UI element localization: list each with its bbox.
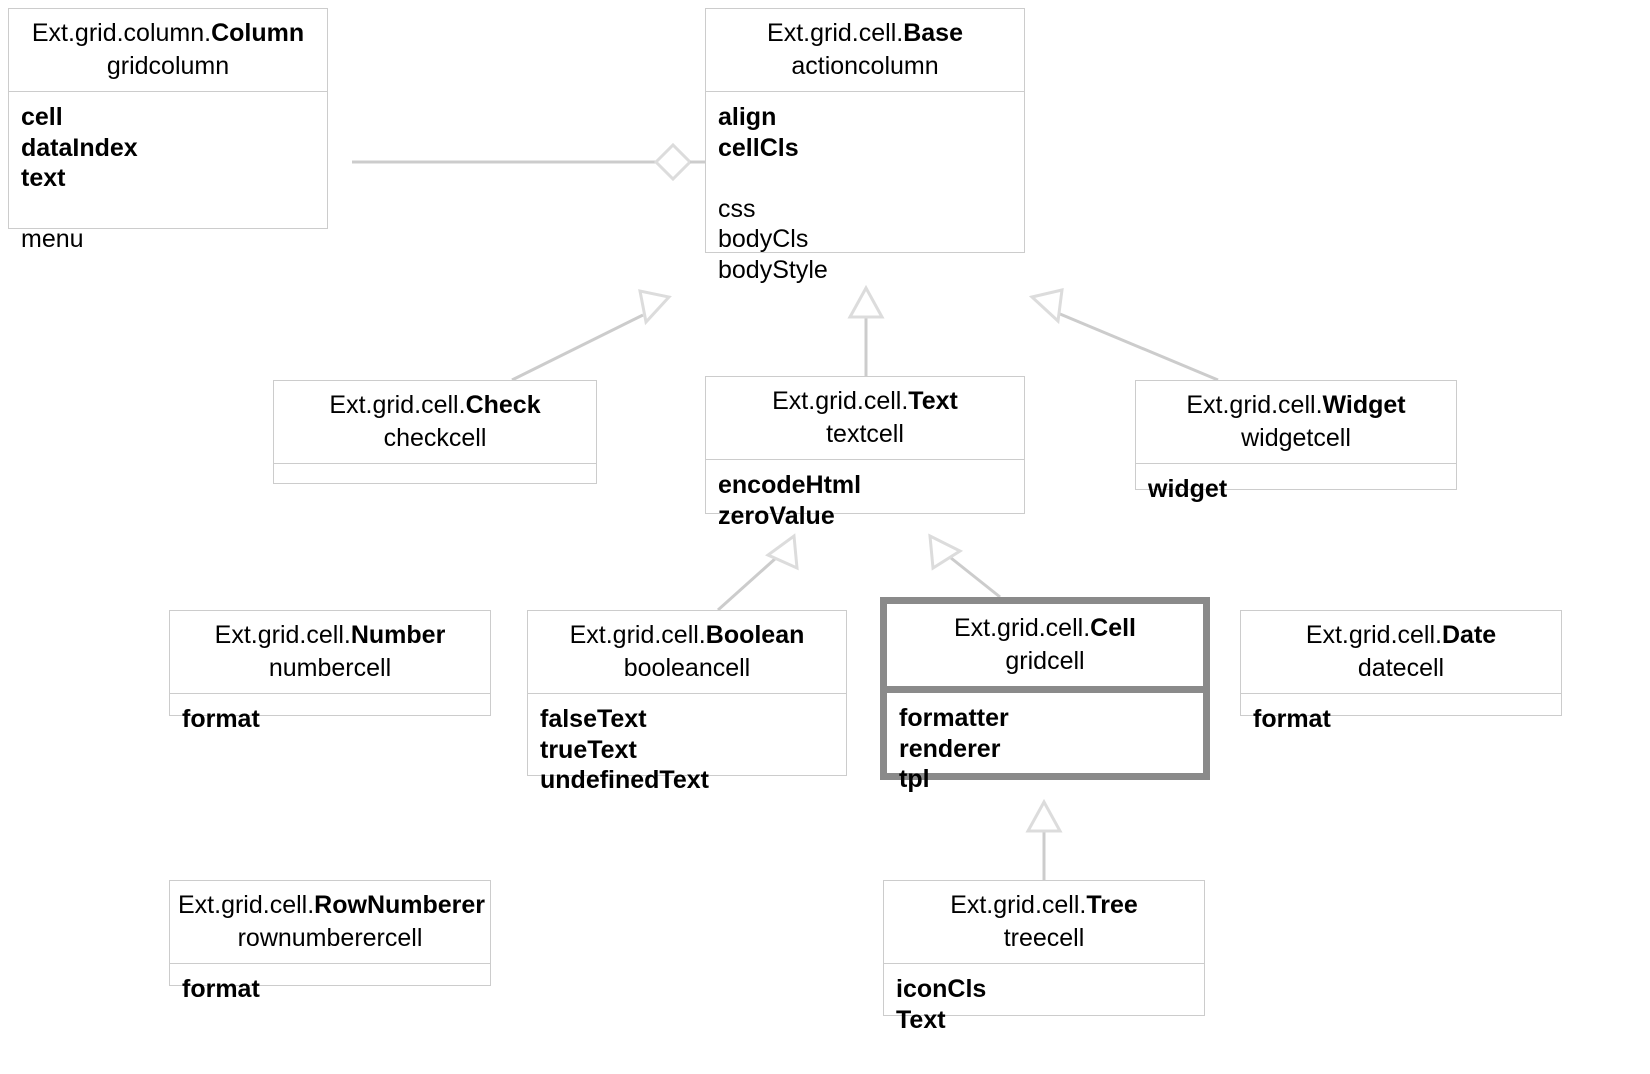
class-node-date[interactable]: Ext.grid.cell.Date datecell format — [1240, 610, 1562, 733]
class-path: Ext.grid.cell. — [178, 891, 315, 919]
class-name: Base — [903, 19, 963, 47]
class-path: Ext.grid.cell. — [1305, 621, 1442, 649]
class-node-widget[interactable]: Ext.grid.cell.Widget widgetcell widget — [1135, 380, 1457, 503]
class-alias: checkcell — [383, 423, 487, 452]
attribute: encodeHtml — [718, 471, 862, 499]
edge-text-base — [847, 284, 885, 376]
class-name: Check — [465, 391, 541, 419]
attribute: text — [21, 164, 66, 192]
class-alias: textcell — [826, 419, 904, 448]
attribute: bodyCls — [718, 225, 809, 253]
class-path: Ext.grid.cell. — [214, 621, 351, 649]
edge-column-base — [352, 142, 705, 182]
class-attributes — [274, 464, 596, 486]
attribute: cellCls — [718, 133, 799, 162]
attribute: Text — [896, 1005, 946, 1034]
class-name: Tree — [1086, 891, 1138, 919]
class-node-column[interactable]: Ext.grid.column.Column gridcolumn cell d… — [8, 8, 328, 253]
class-alias: gridcolumn — [106, 51, 230, 80]
class-path: Ext.grid.cell. — [569, 621, 706, 649]
class-header: Ext.grid.cell.Number numbercell — [170, 611, 490, 694]
attribute: trueText — [540, 735, 637, 764]
class-header: Ext.grid.cell.RowNumberer rownumberercel… — [170, 881, 490, 964]
attribute: widget — [1148, 475, 1228, 503]
class-path: Ext.grid.cell. — [1186, 391, 1323, 419]
class-attributes: widget — [1136, 464, 1456, 517]
class-node-rownumberer[interactable]: Ext.grid.cell.RowNumberer rownumberercel… — [169, 880, 491, 1003]
class-name: Number — [350, 621, 446, 649]
class-node-boolean[interactable]: Ext.grid.cell.Boolean booleancell falseT… — [527, 610, 847, 794]
class-path: Ext.grid.cell. — [329, 391, 466, 419]
class-alias: rownumberercell — [237, 923, 423, 952]
class-header: Ext.grid.cell.Text textcell — [706, 377, 1024, 460]
class-name: RowNumberer — [314, 891, 486, 919]
edge-cell-text — [928, 533, 1001, 599]
class-path: Ext.grid.column. — [31, 19, 212, 47]
class-alias: widgetcell — [1241, 423, 1351, 452]
class-name: Boolean — [705, 621, 805, 649]
class-node-tree[interactable]: Ext.grid.cell.Tree treecell iconCls Text — [883, 880, 1205, 1034]
attribute: iconCls — [896, 975, 987, 1003]
class-name: Column — [211, 19, 305, 47]
class-header: Ext.grid.column.Column gridcolumn — [9, 9, 327, 92]
class-attributes: format — [1241, 694, 1561, 747]
attribute: format — [182, 975, 260, 1003]
class-header: Ext.grid.cell.Date datecell — [1241, 611, 1561, 694]
class-header: Ext.grid.cell.Base actioncolumn — [706, 9, 1024, 92]
class-alias: numbercell — [268, 653, 392, 682]
class-alias: booleancell — [623, 653, 751, 682]
attribute: tpl — [899, 765, 930, 793]
attribute: format — [182, 705, 260, 733]
attribute: bodyStyle — [718, 255, 828, 284]
class-node-base[interactable]: Ext.grid.cell.Base actioncolumn align ce… — [705, 8, 1025, 284]
class-alias: treecell — [1003, 923, 1085, 952]
class-attributes: format — [170, 694, 490, 747]
class-header: Ext.grid.cell.Widget widgetcell — [1136, 381, 1456, 464]
attribute: zeroValue — [718, 501, 835, 530]
class-header: Ext.grid.cell.Cell gridcell — [887, 604, 1203, 693]
edge-tree-cell — [1025, 798, 1063, 880]
attribute: dataIndex — [21, 133, 138, 162]
attribute: undefinedText — [540, 766, 709, 794]
attribute: align — [718, 103, 777, 131]
class-alias: gridcell — [1005, 646, 1085, 675]
attribute: css — [718, 194, 756, 223]
class-alias: datecell — [1357, 653, 1445, 682]
class-node-check[interactable]: Ext.grid.cell.Check checkcell — [273, 380, 597, 484]
class-attributes: encodeHtml zeroValue — [706, 460, 1024, 543]
attribute: format — [1253, 705, 1331, 733]
class-name: Date — [1441, 621, 1497, 649]
attribute: falseText — [540, 705, 647, 733]
attribute: formatter — [899, 704, 1009, 732]
attribute: menu — [21, 225, 84, 253]
attribute: cell — [21, 103, 63, 131]
class-node-number[interactable]: Ext.grid.cell.Number numbercell format — [169, 610, 491, 733]
class-name: Widget — [1322, 391, 1406, 419]
class-path: Ext.grid.cell. — [772, 387, 909, 415]
class-header: Ext.grid.cell.Boolean booleancell — [528, 611, 846, 694]
class-attributes: format — [170, 964, 490, 1017]
class-header: Ext.grid.cell.Tree treecell — [884, 881, 1204, 964]
edge-check-base — [511, 289, 672, 382]
class-attributes: iconCls Text — [884, 964, 1204, 1047]
class-node-cell[interactable]: Ext.grid.cell.Cell gridcell formatter re… — [880, 597, 1210, 793]
class-attributes: formatter renderer tpl — [887, 693, 1203, 807]
attribute: renderer — [899, 734, 1001, 763]
class-attributes: falseText trueText undefinedText — [528, 694, 846, 808]
edge-widget-base — [1028, 288, 1219, 382]
class-name: Cell — [1090, 614, 1137, 642]
class-header: Ext.grid.cell.Check checkcell — [274, 381, 596, 464]
class-path: Ext.grid.cell. — [953, 614, 1091, 642]
class-alias: actioncolumn — [791, 51, 939, 80]
class-attributes: align cellCls css bodyCls bodyStyle — [706, 92, 1024, 297]
class-name: Text — [908, 387, 958, 415]
class-path: Ext.grid.cell. — [950, 891, 1087, 919]
edge-boolean-text — [716, 533, 799, 612]
class-path: Ext.grid.cell. — [767, 19, 904, 47]
class-attributes: cell dataIndex text menu — [9, 92, 327, 267]
class-node-text[interactable]: Ext.grid.cell.Text textcell encodeHtml z… — [705, 376, 1025, 530]
